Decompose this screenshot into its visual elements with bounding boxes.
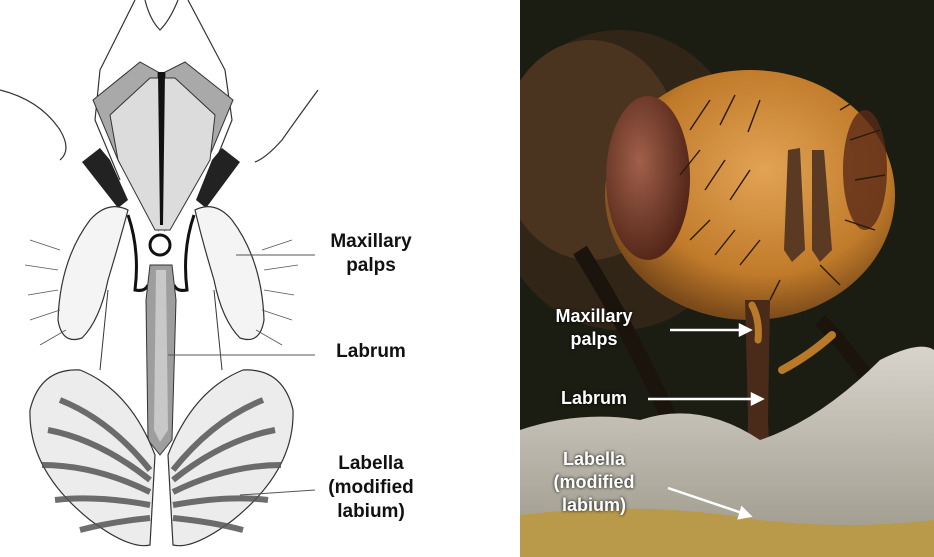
- left-labellum-ridges: [41, 397, 153, 533]
- left-maxillary-palp: [57, 206, 129, 341]
- label-line: palps: [346, 255, 396, 276]
- label-line: Maxillary: [555, 306, 633, 326]
- label-line: (modified: [328, 477, 414, 498]
- head-outline-right: [187, 0, 233, 181]
- proboscis-left: [99, 289, 109, 371]
- right-antenna-photo: [812, 150, 832, 262]
- maxillary-palp-photo-left: [748, 301, 762, 344]
- labella-leader: [239, 489, 316, 496]
- diagram-label-labella: Labella (modified labium): [316, 452, 426, 524]
- label-line: Labrum: [560, 388, 627, 408]
- label-line: labium): [561, 495, 626, 515]
- label-line: Labella: [562, 449, 626, 469]
- diagram-label-maxillary-palps: Maxillary palps: [316, 230, 426, 278]
- right-hook: [172, 214, 196, 292]
- label-line: (modified: [553, 472, 635, 492]
- label-line: Labrum: [336, 341, 406, 362]
- fly-photo: [520, 0, 934, 557]
- sugar-crystal: [520, 346, 934, 557]
- photo-arrows: [648, 322, 765, 520]
- right-labellum-ridges: [170, 397, 282, 533]
- proboscis-right: [213, 289, 223, 371]
- right-palp-hairs: [255, 239, 299, 346]
- fly-eye: [606, 96, 690, 260]
- photo-panel: Maxillary palps Labrum Labella (modified…: [520, 0, 934, 557]
- head-outline-left: [94, 0, 136, 181]
- central-spine: [158, 72, 165, 225]
- right-antenna: [254, 89, 319, 163]
- table-surface: [520, 508, 934, 557]
- label-line: palps: [570, 329, 618, 349]
- head-bristles: [679, 94, 886, 301]
- left-antenna-photo: [784, 148, 805, 262]
- right-sclerite: [196, 148, 240, 208]
- diagram-label-labrum: Labrum: [316, 340, 426, 364]
- right-maxillary-palp: [194, 206, 265, 341]
- clypeus-notch: [144, 0, 179, 31]
- mouthparts-diagram: [0, 0, 319, 547]
- photo-label-maxillary-palps: Maxillary palps: [534, 305, 654, 351]
- diagram-panel: Maxillary palps Labrum Labella (modified…: [0, 0, 426, 547]
- left-antenna: [0, 89, 67, 161]
- photo-label-labella: Labella (modified labium): [534, 448, 654, 517]
- left-sclerite: [82, 148, 128, 208]
- photo-label-labrum: Labrum: [534, 387, 654, 410]
- label-line: Labella: [338, 453, 404, 474]
- label-line: labium): [337, 501, 405, 522]
- labrum-inner: [154, 270, 168, 442]
- left-palp-hairs: [24, 239, 67, 346]
- label-line: Maxillary: [330, 231, 412, 252]
- fly-eye-right-edge: [843, 110, 887, 230]
- ring-structure: [148, 233, 172, 257]
- maxillary-palp-photo-right: [778, 331, 836, 374]
- left-hook: [126, 214, 150, 292]
